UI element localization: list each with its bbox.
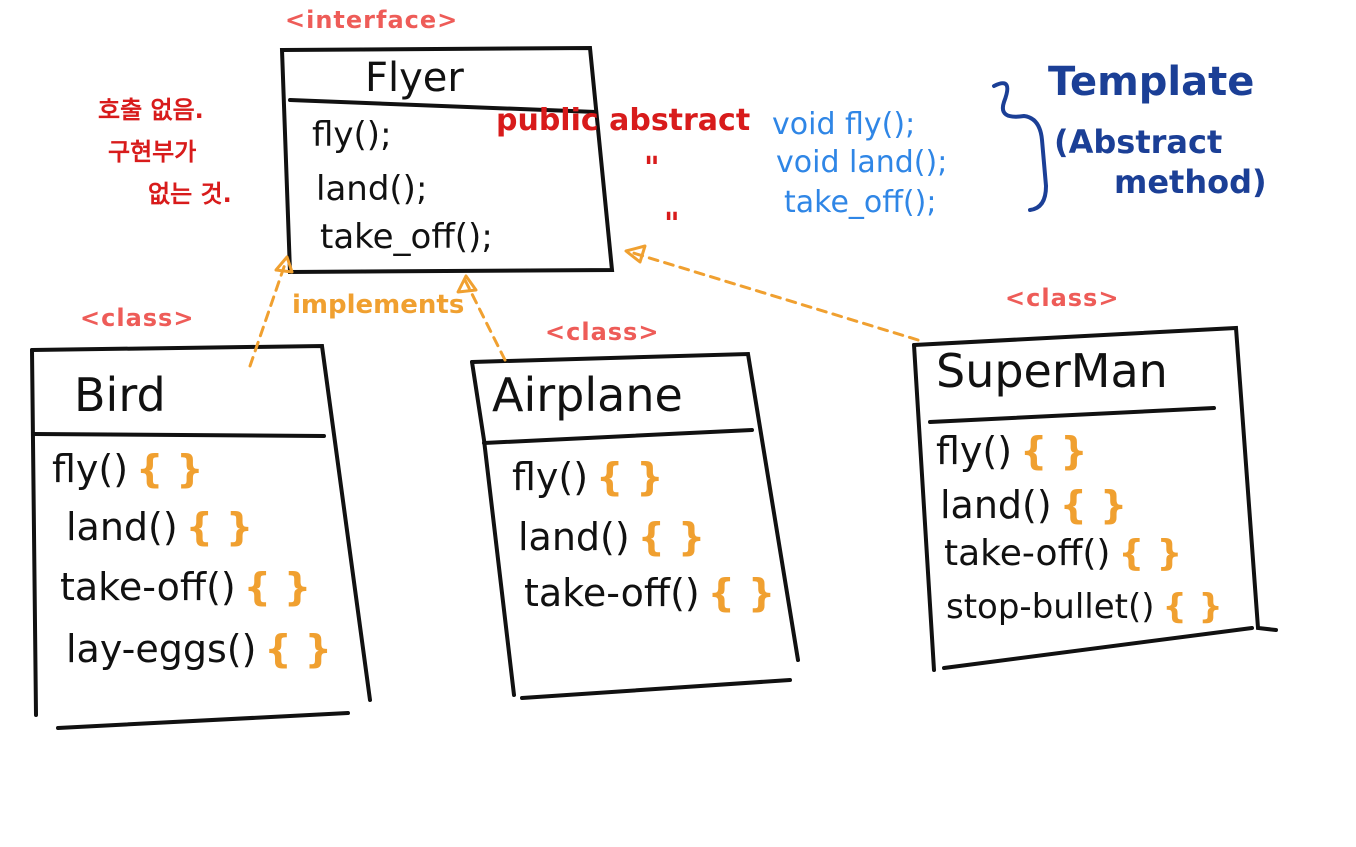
template-bracket [992,81,1049,212]
method-body-brace: { } [185,505,254,549]
method-body-brace: { } [596,455,664,499]
class-box-superman[interactable] [912,325,1278,672]
airplane-method-fly: fly(){ } [512,455,664,499]
bird-method-take-off: take-off(){ } [60,565,312,609]
class-divider [928,406,1216,424]
bird-method-fly: fly(){ } [52,447,204,491]
korean-note-line-2: 구현부가 [108,138,197,166]
method-body-brace: { } [1118,533,1183,574]
method-body-brace: { } [264,627,332,671]
interface-stereotype: <interface> [285,6,459,34]
method-body-brace: { } [1020,429,1088,473]
superman-stereotype: <class> [1005,284,1120,312]
bird-class-name: Bird [74,368,166,422]
bird-method-land: land(){ } [66,505,254,549]
class-divider [482,428,754,445]
interface-box-flyer[interactable] [279,45,615,275]
arrow-bird-flyer [248,262,287,368]
template-sub-line-1: (Abstract [1054,123,1223,161]
arrow-airplane-flyer [463,278,507,362]
method-body-brace: { } [1059,483,1128,527]
arrow-heads [274,244,647,294]
method-body-brace: { } [1162,587,1223,627]
template-title: Template [1048,59,1255,105]
interface-name: Flyer [365,55,464,101]
modifier-note: public abstract [496,103,751,138]
method-body-brace: { } [243,565,312,609]
ditto-mark-2: " [664,207,680,242]
superman-method-land: land(){ } [940,483,1128,527]
signature-take-off: take_off(); [784,185,937,220]
signature-fly: void fly(); [772,107,916,142]
class-divider [32,432,326,438]
airplane-method-take-off: take-off(){ } [524,571,776,615]
interface-method-fly: fly(); [312,115,392,155]
implements-label: implements [292,290,465,320]
ditto-mark-1: " [644,151,660,186]
superman-method-take-off: take-off(){ } [944,533,1183,574]
bird-stereotype: <class> [80,304,195,332]
implements-arrows [248,250,920,368]
method-body-brace: { } [707,571,776,615]
signature-land: void land(); [776,145,948,180]
method-body-brace: { } [136,447,204,491]
interface-method-land: land(); [316,169,428,209]
korean-note-line-1: 호출 없음. [98,96,204,124]
superman-method-fly: fly(){ } [936,429,1088,473]
korean-note-line-3: 없는 것. [148,180,232,208]
airplane-method-land: land(){ } [518,515,706,559]
arrow-superman-flyer [628,250,920,342]
airplane-class-name: Airplane [492,368,683,422]
superman-class-name: SuperMan [936,344,1168,398]
bird-method-lay-eggs: lay-eggs(){ } [66,627,332,671]
template-sub-line-2: method) [1114,163,1267,201]
airplane-stereotype: <class> [545,318,660,346]
class-box-bird[interactable] [30,343,372,730]
method-body-brace: { } [637,515,706,559]
interface-method-take-off: take_off(); [320,217,493,257]
interface-divider [288,98,598,114]
superman-method-stop-bullet: stop-bullet(){ } [946,587,1223,627]
class-box-airplane[interactable] [470,351,800,700]
